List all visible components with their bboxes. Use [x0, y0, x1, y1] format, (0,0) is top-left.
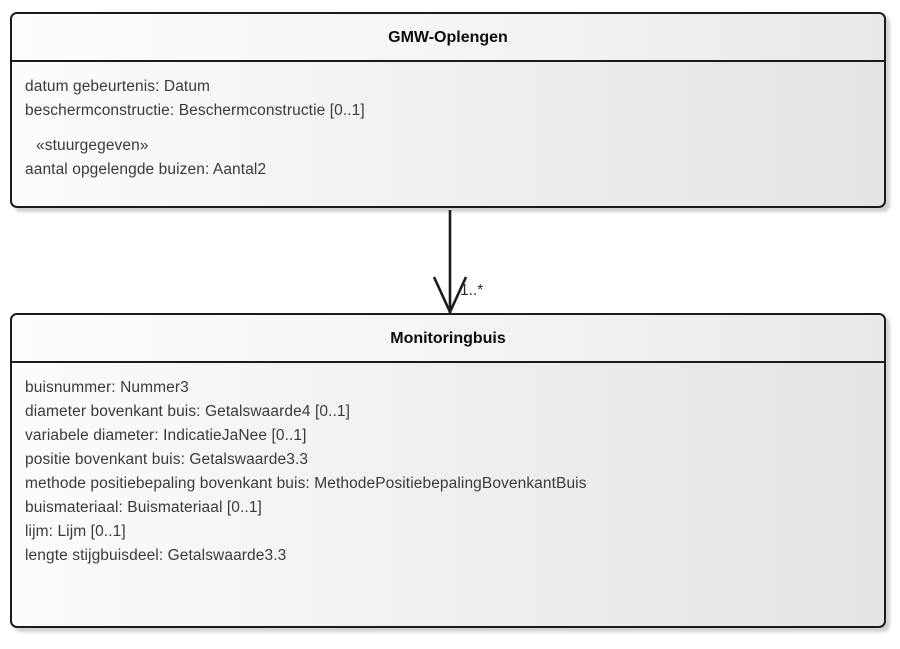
- attribute-row: buismateriaal: Buismateriaal [0..1]: [25, 499, 262, 516]
- multiplicity-label-target: 1..*: [460, 282, 484, 299]
- attribute-row: beschermconstructie: Beschermconstructie…: [25, 102, 365, 119]
- class-name-monitoringbuis: Monitoringbuis: [12, 315, 884, 363]
- attribute-row: methode positiebepaling bovenkant buis: …: [25, 475, 587, 492]
- class-box-monitoringbuis[interactable]: Monitoringbuis buisnummer: Nummer3 diame…: [10, 313, 886, 628]
- attribute-row: variabele diameter: IndicatieJaNee [0..1…: [25, 427, 307, 444]
- class-attributes-gmw-oplengen: datum gebeurtenis: Datum beschermconstru…: [12, 62, 884, 194]
- attribute-row: buisnummer: Nummer3: [25, 379, 189, 396]
- attribute-row: positie bovenkant buis: Getalswaarde3.3: [25, 451, 309, 468]
- attribute-row: diameter bovenkant buis: Getalswaarde4 […: [25, 403, 351, 420]
- class-attributes-monitoringbuis: buisnummer: Nummer3 diameter bovenkant b…: [12, 363, 884, 580]
- attribute-stereotype: «stuurgegeven»: [36, 137, 149, 154]
- class-box-gmw-oplengen[interactable]: GMW-Oplengen datum gebeurtenis: Datum be…: [10, 12, 886, 208]
- attribute-row: datum gebeurtenis: Datum: [25, 78, 211, 95]
- attribute-row: lengte stijgbuisdeel: Getalswaarde3.3: [25, 547, 287, 564]
- attribute-row: lijm: Lijm [0..1]: [25, 523, 126, 540]
- class-name-gmw-oplengen: GMW-Oplengen: [12, 14, 884, 62]
- attribute-row: aantal opgelengde buizen: Aantal2: [25, 161, 267, 178]
